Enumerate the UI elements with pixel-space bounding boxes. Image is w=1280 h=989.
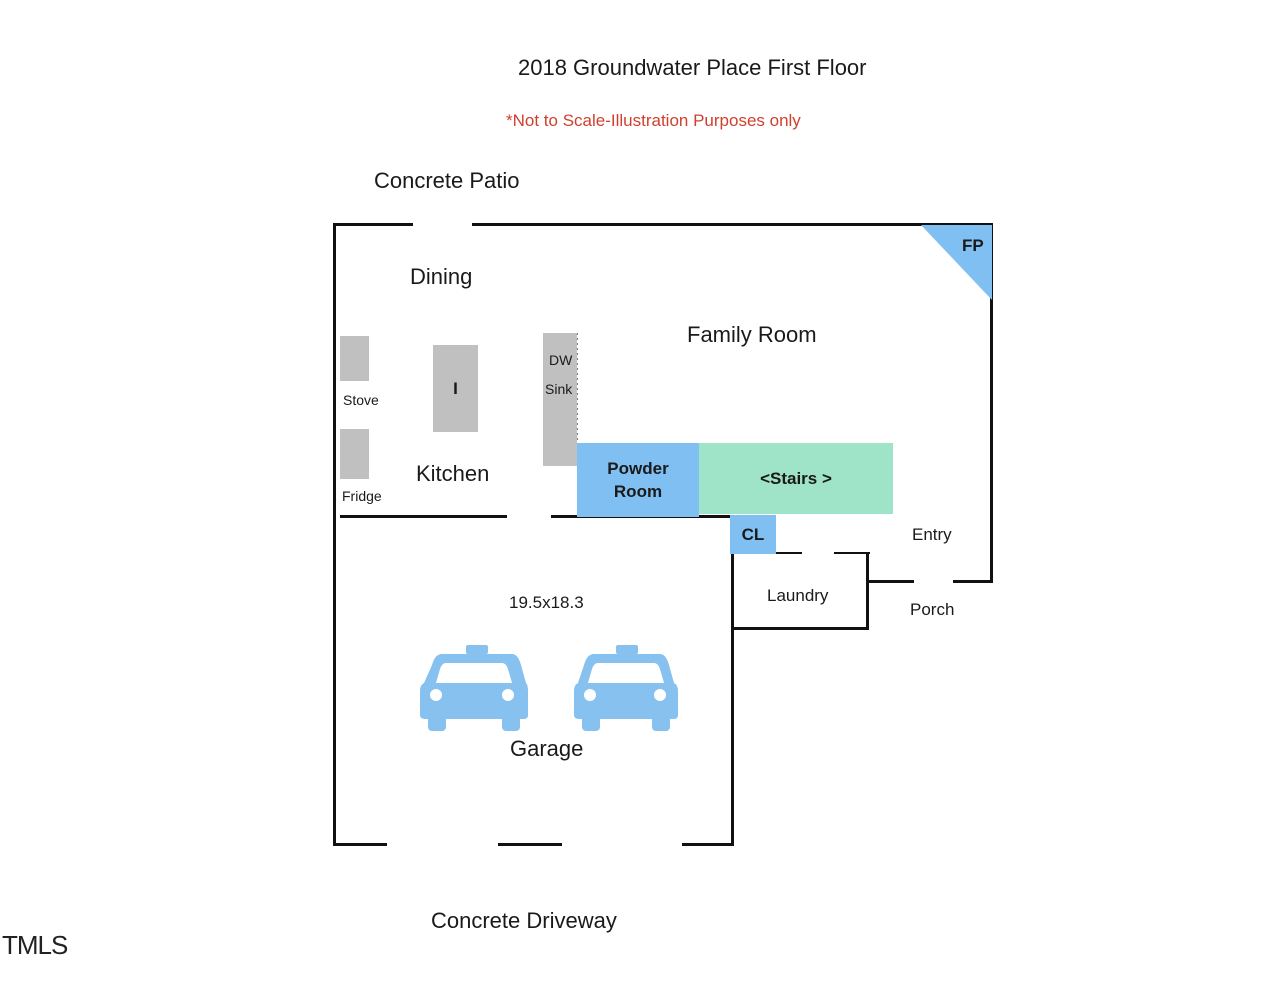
sink-counter — [543, 333, 577, 466]
scale-note: *Not to Scale-Illustration Purposes only — [506, 111, 801, 130]
kitchen-island: I — [433, 345, 478, 432]
dining-label: Dining — [410, 264, 473, 289]
fridge-label: Fridge — [342, 488, 382, 504]
stove-label: Stove — [343, 392, 379, 408]
powder-room: Powder Room — [577, 443, 699, 517]
wall-porch-right — [953, 580, 993, 583]
family-room-label: Family Room — [687, 322, 817, 347]
wall-laundry-top-right — [834, 552, 870, 554]
wall-top-left — [333, 223, 413, 226]
stove-appliance — [340, 336, 369, 381]
plan-title: 2018 Groundwater Place First Floor — [518, 55, 867, 80]
garage-size-label: 19.5x18.3 — [509, 593, 584, 612]
powder-room-label-2: Room — [613, 481, 663, 501]
kitchen-label: Kitchen — [416, 461, 490, 486]
driveway-label: Concrete Driveway — [431, 908, 617, 933]
laundry-label: Laundry — [767, 586, 829, 605]
dishwasher-label: DW — [549, 352, 573, 368]
stairs: <Stairs > — [699, 443, 893, 514]
wall-garage-bottom-3 — [682, 843, 734, 846]
entry-label: Entry — [912, 525, 952, 544]
sink-label: Sink — [545, 381, 573, 397]
wall-garage-bottom-1 — [333, 843, 387, 846]
wall-laundry-bottom — [734, 627, 868, 630]
powder-room-label-1: Powder — [607, 458, 669, 478]
wall-garage-right — [731, 628, 734, 846]
fridge-appliance — [340, 429, 369, 479]
patio-label: Concrete Patio — [374, 168, 520, 193]
closet-label: CL — [741, 524, 765, 544]
wall-laundry-left — [731, 553, 734, 628]
wall-right — [990, 223, 993, 583]
wall-left — [333, 223, 336, 846]
stairs-label: <Stairs > — [760, 468, 832, 488]
fireplace-label: FP — [962, 236, 984, 255]
garage-label: Garage — [510, 736, 584, 761]
closet: CL — [730, 515, 776, 554]
wall-garage-bottom-2 — [498, 843, 562, 846]
wall-kitchen-garage-left — [340, 515, 507, 518]
watermark: TMLS — [2, 930, 68, 960]
island-label: I — [453, 378, 458, 398]
wall-porch-left — [866, 580, 914, 583]
wall-top-right — [472, 223, 993, 226]
porch-label: Porch — [910, 600, 955, 619]
wall-laundry-right — [866, 553, 869, 630]
